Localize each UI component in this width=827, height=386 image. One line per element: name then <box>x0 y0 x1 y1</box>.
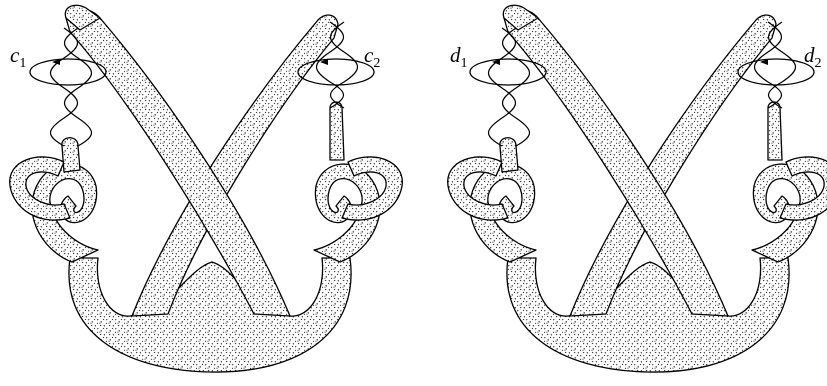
left-surface-drawing <box>10 5 403 372</box>
c2-loop <box>298 59 374 85</box>
right-surface-drawing <box>448 5 827 372</box>
c2-label: c2 <box>364 43 380 71</box>
left-panel: c1 c2 <box>10 5 403 372</box>
c1-label: c1 <box>10 43 26 71</box>
c1-loop <box>30 59 106 85</box>
d2-label: d2 <box>804 43 822 71</box>
d1-loop <box>470 59 546 85</box>
right-panel: d1 d2 <box>448 5 827 372</box>
d1-label: d1 <box>450 43 468 71</box>
d2-loop <box>738 59 814 85</box>
